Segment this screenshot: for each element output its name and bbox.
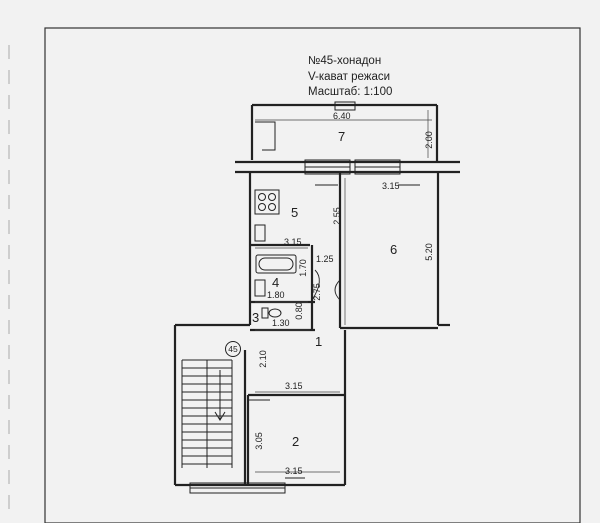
toilet xyxy=(261,307,282,319)
apartment-number: №45-хонадон xyxy=(308,55,382,67)
dim-bath-depth: 1.70 xyxy=(297,259,308,277)
dim-hall-width: 3.15 xyxy=(285,381,303,391)
room-1-label: 1 xyxy=(315,334,323,349)
room-5-label: 5 xyxy=(291,205,299,220)
dim-bath-side: 1.25 xyxy=(316,254,334,264)
room-3-label: 3 xyxy=(252,310,260,325)
room-7-label: 7 xyxy=(338,129,346,144)
room-4-label: 4 xyxy=(272,275,280,290)
dim-room2-depth: 3.05 xyxy=(253,432,264,450)
dim-room6-top: 3.15 xyxy=(382,181,400,191)
kitchen-sink xyxy=(254,224,266,242)
bath-sink xyxy=(254,279,266,297)
dim-room2-width: 3.15 xyxy=(285,466,303,476)
door-swings xyxy=(248,184,420,479)
room-6-label: 6 xyxy=(390,242,398,257)
balcony-corner xyxy=(255,121,276,151)
dim-toilet-width: 1.30 xyxy=(272,318,290,328)
floor-plan-title: V-кават режаси xyxy=(308,71,391,83)
dim-balcony-width: 6.40 xyxy=(333,111,351,121)
page-border xyxy=(44,27,581,523)
stove xyxy=(254,189,280,215)
dim-toilet-depth: 0.80 xyxy=(293,302,304,320)
walls xyxy=(173,103,460,487)
dim-kitchen-depth: 2.55 xyxy=(331,207,342,225)
dim-hall-depth: 2.10 xyxy=(257,350,268,368)
dimension-lines xyxy=(255,110,432,473)
dim-kitchen-width: 3.15 xyxy=(284,237,302,247)
apartment-badge: 45 xyxy=(225,341,241,357)
room-2-label: 2 xyxy=(292,434,300,449)
dim-balcony-depth: 2.00 xyxy=(423,131,434,149)
scale-label: Масштаб: 1:100 xyxy=(308,86,393,98)
windows xyxy=(189,101,401,494)
dim-corridor-depth: 2.75 xyxy=(311,283,322,301)
staircase xyxy=(181,359,233,468)
bathtub xyxy=(255,254,297,274)
dim-bath-width: 1.80 xyxy=(267,290,285,300)
dim-room6-depth: 5.20 xyxy=(423,243,434,261)
